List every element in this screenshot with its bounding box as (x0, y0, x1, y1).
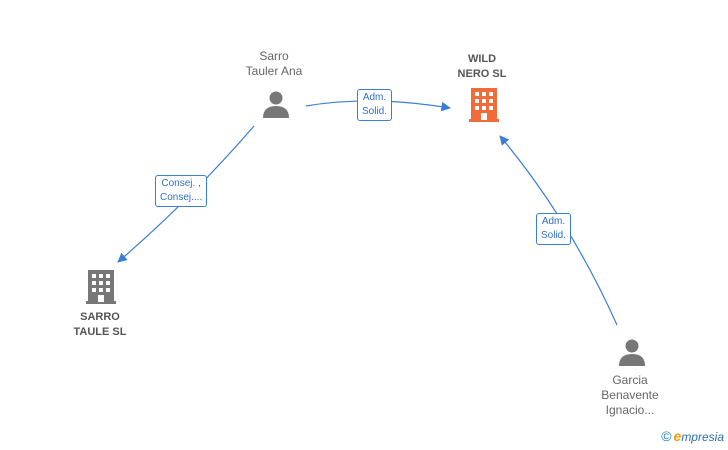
node-name-line: Ignacio... (605, 403, 655, 417)
node-label-sarro-tauler-ana[interactable]: Sarro Tauler Ana (226, 49, 322, 79)
edge-label-ana-to-wild[interactable]: Adm. Solid. (357, 89, 393, 121)
person-icon[interactable] (619, 339, 645, 367)
node-label-garcia-benavente[interactable]: Garcia Benavente Ignacio... (582, 373, 678, 418)
empresia-logo: ©empresia (661, 428, 724, 444)
brand-name-rest: mpresia (681, 430, 724, 444)
edge-label-line: Adm. (541, 216, 566, 227)
node-name-line: Sarro (259, 49, 289, 63)
brand-name-first: e (673, 428, 682, 444)
node-name-line: SARRO (80, 311, 120, 323)
node-name-line: NERO SL (457, 68, 507, 80)
building-icon[interactable] (86, 270, 116, 304)
building-icon[interactable] (469, 88, 499, 122)
edge-label-line: Adm. (362, 92, 387, 103)
node-name-line: TAULE SL (73, 326, 127, 338)
node-name-line: Garcia (612, 373, 648, 387)
edge-label-line: Solid. (541, 230, 567, 241)
node-label-sarro-taule-sl[interactable]: SARRO TAULE SL (54, 310, 146, 340)
node-name-line: WILD (467, 53, 497, 65)
edge-label-line: Solid. (362, 106, 388, 117)
node-name-line: Benavente (601, 388, 659, 402)
edge-label-garcia-to-wild[interactable]: Adm. Solid. (536, 213, 572, 245)
edge-label-line: Consej.... (160, 192, 203, 203)
copyright-symbol: © (661, 428, 672, 444)
edge-label-line: Consej. , (161, 178, 201, 189)
node-name-line: Tauler Ana (245, 64, 303, 78)
node-label-wild-nero-sl[interactable]: WILD NERO SL (436, 52, 528, 82)
person-icon[interactable] (263, 91, 289, 119)
edge-label-ana-to-sarro[interactable]: Consej. , Consej.... (155, 175, 208, 207)
